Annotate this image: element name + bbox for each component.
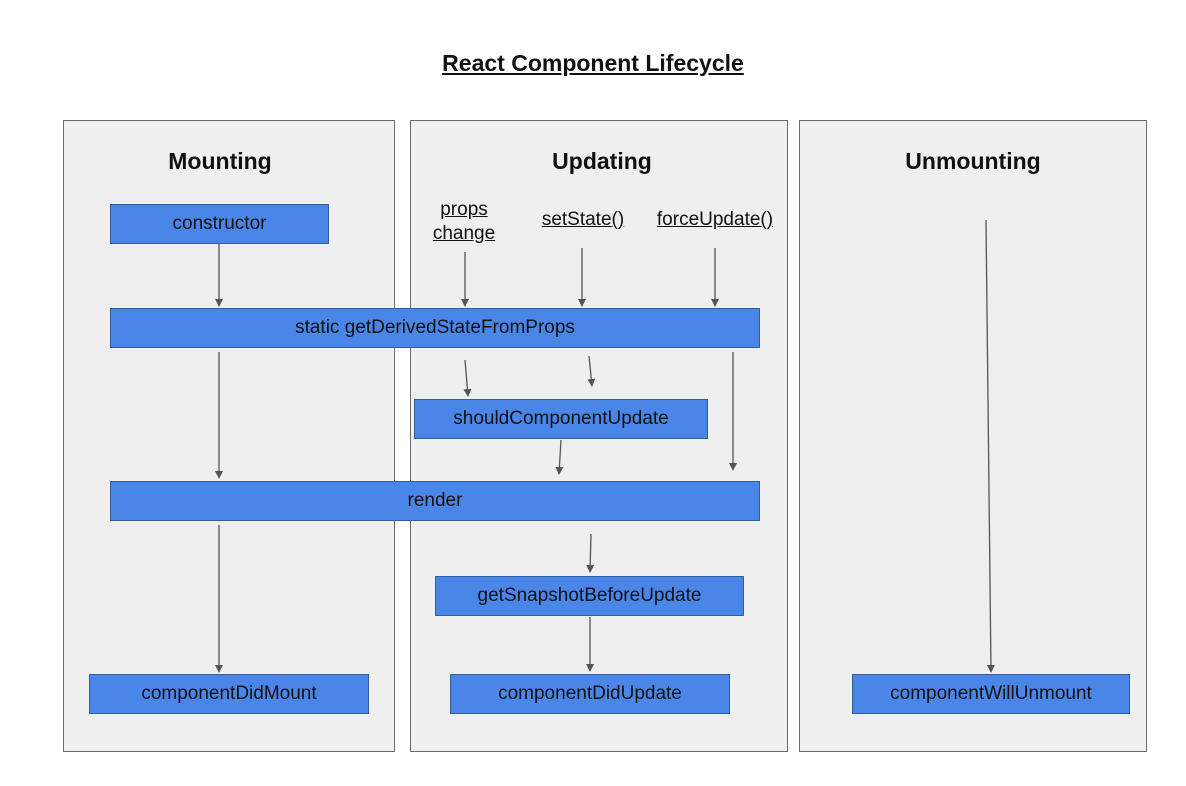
mounting-title: Mounting <box>168 148 272 174</box>
force-update-trigger: forceUpdate() <box>656 209 774 230</box>
get-snapshot-before-update-method: getSnapshotBeforeUpdate <box>435 576 744 616</box>
component-did-mount-method: componentDidMount <box>89 674 369 714</box>
props-change-trigger: props change <box>420 198 508 246</box>
unmounting-title: Unmounting <box>905 148 1041 174</box>
component-did-update-method: componentDidUpdate <box>450 674 730 714</box>
get-derived-state-from-props-method: static getDerivedStateFromProps <box>110 308 760 348</box>
unmounting-panel <box>799 120 1147 752</box>
props-change-line2: change <box>432 223 496 244</box>
component-will-unmount-method: componentWillUnmount <box>852 674 1130 714</box>
render-method: render <box>110 481 760 521</box>
constructor-method: constructor <box>110 204 329 244</box>
props-change-line1: props <box>440 199 488 220</box>
updating-title: Updating <box>552 148 652 174</box>
page-title: React Component Lifecycle <box>442 50 744 76</box>
should-component-update-method: shouldComponentUpdate <box>414 399 708 439</box>
set-state-trigger: setState() <box>541 209 625 230</box>
